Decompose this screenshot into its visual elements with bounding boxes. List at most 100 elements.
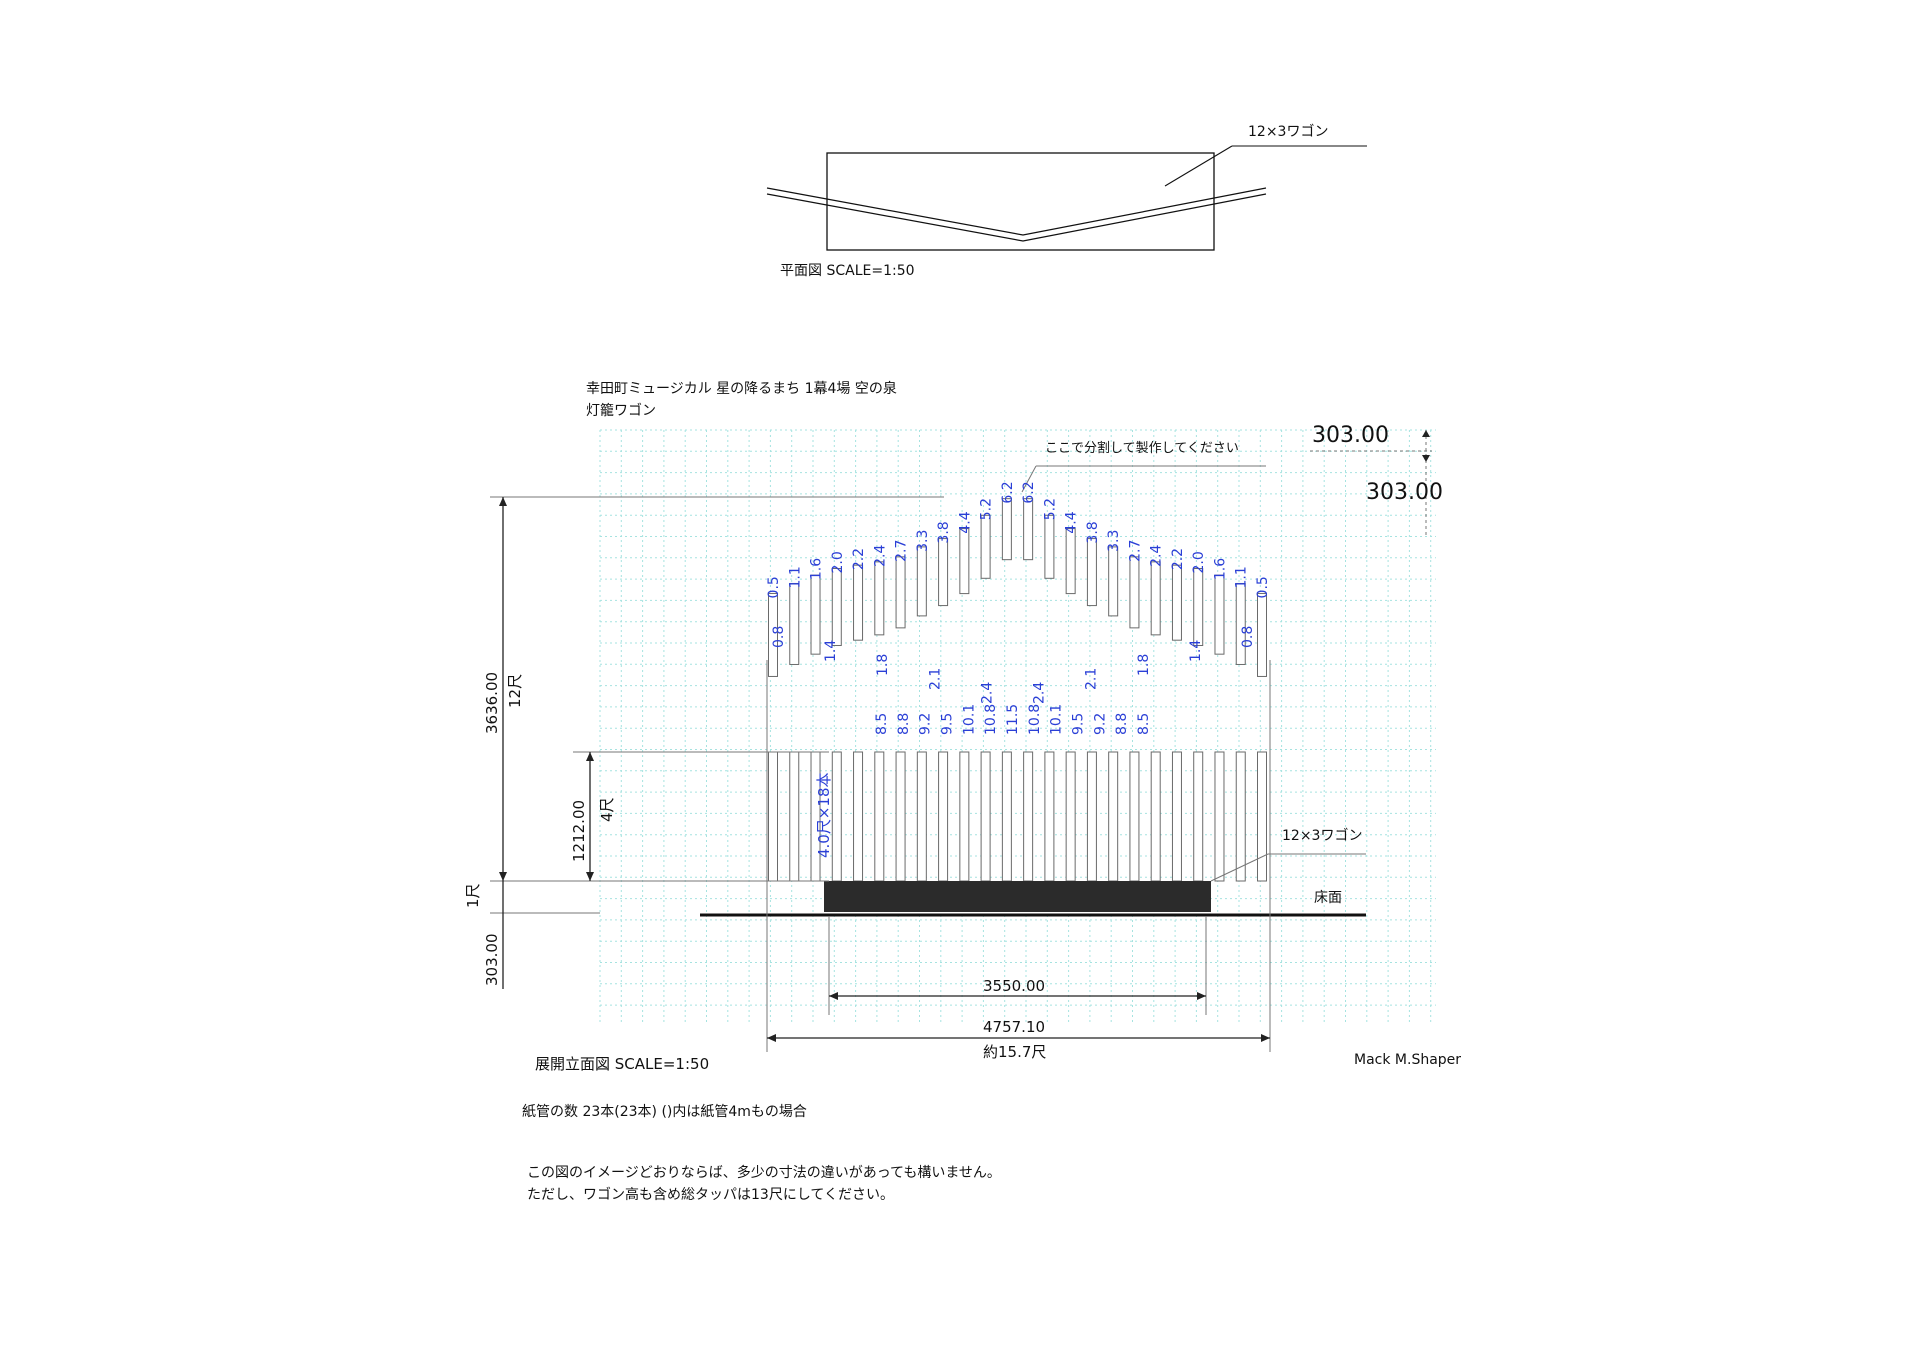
- top-value-label: 4.4: [957, 511, 973, 533]
- dim-lower-height-arrow-top: [586, 752, 594, 761]
- top-value-label: 2.4: [872, 544, 888, 566]
- wagon-block: [824, 881, 1211, 912]
- tube-lower: [1235, 751, 1246, 882]
- tube-lower: [1257, 751, 1267, 882]
- tube-upper: [1065, 528, 1076, 595]
- low-value-label: 8.8: [896, 713, 912, 735]
- top-value-label: 2.2: [1170, 548, 1186, 570]
- tube-lower: [959, 751, 970, 882]
- tube-upper: [1044, 514, 1055, 579]
- mid-value-label: 0.8: [1240, 626, 1256, 648]
- tube-lower: [1171, 751, 1182, 882]
- dim-total-height-arrow-top: [499, 497, 507, 506]
- tube-upper: [768, 592, 778, 677]
- low-value-label: 10.8: [983, 704, 999, 735]
- tube-lower: [1044, 751, 1055, 882]
- wagon-leader: [1210, 853, 1269, 882]
- tube-upper: [895, 556, 906, 629]
- mid-value-label: 2.1: [1084, 668, 1100, 690]
- low-value-label: 9.2: [918, 713, 934, 735]
- plan-view: 12×3ワゴン 平面図 SCALE=1:50: [766, 123, 1367, 279]
- top-value-label: 5.2: [1042, 498, 1058, 520]
- low-value-label: 9.5: [1071, 713, 1087, 735]
- tube-lower: [980, 751, 991, 882]
- top-value-label: 3.8: [1085, 521, 1101, 543]
- dim-total-width-arrow-right: [1261, 1034, 1270, 1042]
- tube-upper: [938, 538, 949, 607]
- tube-lower: [853, 751, 864, 882]
- tube-upper: [1235, 582, 1246, 665]
- top-value-label: 5.2: [979, 498, 995, 520]
- top-value-label: 2.0: [830, 551, 846, 573]
- dim-total-width-arrow-left: [767, 1034, 776, 1042]
- top-value-label: 2.7: [894, 540, 910, 562]
- top-value-label: 3.3: [915, 530, 931, 552]
- split-note-leader: [1021, 465, 1037, 493]
- tube-upper: [1086, 538, 1097, 607]
- tube-lower: [1150, 751, 1161, 882]
- split-note: ここで分割して製作してください: [1045, 440, 1239, 456]
- tube-lower: [1108, 751, 1119, 882]
- tube-lower: [1193, 751, 1204, 882]
- elevation-caption: 展開立面図 SCALE=1:50: [535, 1055, 709, 1073]
- top-value-label: 2.4: [1149, 544, 1165, 566]
- mid-value-label: 2.4: [1032, 682, 1048, 704]
- low-value-label: 10.1: [961, 704, 977, 735]
- mid-value-label: 1.4: [823, 640, 839, 662]
- grid-scale-arrow-up: [1422, 430, 1430, 437]
- top-value-label: 2.7: [1127, 540, 1143, 562]
- tube-upper: [831, 568, 842, 647]
- plan-leader-line: [1164, 145, 1233, 187]
- top-value-label: 1.1: [1234, 566, 1250, 588]
- floor-label: 床面: [1314, 890, 1342, 906]
- tube-upper: [1257, 592, 1267, 677]
- plan-wagon-label: 12×3ワゴン: [1248, 123, 1328, 140]
- plan-wagon-rect: [826, 152, 1215, 251]
- tube-lower: [916, 751, 927, 882]
- dim-wagon-shaku: 1尺: [464, 883, 482, 908]
- note-line-2: ただし、ワゴン高も含め総タッパは13尺にしてください。: [527, 1186, 894, 1203]
- drawing-subtitle: 灯籠ワゴン: [586, 402, 656, 419]
- low-value-label: 8.8: [1114, 713, 1130, 735]
- mid-value-label: 1.8: [875, 654, 891, 676]
- dim-total-height-arrow-bottom: [499, 872, 507, 881]
- tube-upper: [1023, 498, 1034, 561]
- note-tube-count: 紙管の数 23本(23本) ()内は紙管4mもの場合: [522, 1104, 807, 1120]
- tube-upper: [1193, 568, 1204, 647]
- dim-wagon-height: 303.00: [483, 934, 501, 987]
- low-value-label: 8.5: [1136, 713, 1152, 735]
- tube-lower: [1001, 751, 1012, 882]
- horizontal-dimensions: 3550.00 4757.10 約15.7尺: [766, 660, 1271, 1061]
- tube-upper: [1129, 556, 1140, 629]
- low-value-label: 10.8: [1027, 704, 1043, 735]
- top-value-label: 1.6: [809, 558, 825, 580]
- tube-lower: [1129, 751, 1140, 882]
- top-value-label: 2.2: [851, 548, 867, 570]
- dim-total-width: 4757.10: [983, 1018, 1045, 1036]
- tube-lower: [768, 751, 778, 882]
- grid-scale-horizontal-label: 303.00: [1312, 423, 1389, 448]
- vertical-dimensions: 3636.00 12尺 1212.00 4尺 1尺 303.00: [464, 496, 944, 989]
- mid-value-label: 2.1: [927, 668, 943, 690]
- grid-scale-arrow-down: [1422, 455, 1430, 462]
- plan-caption: 平面図 SCALE=1:50: [780, 263, 915, 279]
- author: Mack M.Shaper: [1354, 1052, 1461, 1068]
- grid-scale-marker: 303.00 303.00: [1310, 423, 1443, 536]
- background-grid: [599, 429, 1436, 1022]
- top-value-label: 1.6: [1212, 558, 1228, 580]
- tube-upper: [1108, 546, 1119, 617]
- tube-lower: [789, 751, 800, 882]
- tube-upper: [789, 582, 800, 665]
- tube-upper: [980, 514, 991, 579]
- wagon-label: 12×3ワゴン: [1282, 827, 1362, 844]
- tube-upper: [1001, 498, 1012, 561]
- top-value-label: 4.4: [1064, 511, 1080, 533]
- dim-lower-height-shaku: 4尺: [598, 797, 616, 822]
- tube-lower: [1023, 751, 1034, 882]
- mid-value-label: 1.4: [1188, 640, 1204, 662]
- plan-v-line-outer: [766, 187, 1267, 236]
- top-value-label: 3.3: [1106, 530, 1122, 552]
- tube-lower: [874, 751, 885, 882]
